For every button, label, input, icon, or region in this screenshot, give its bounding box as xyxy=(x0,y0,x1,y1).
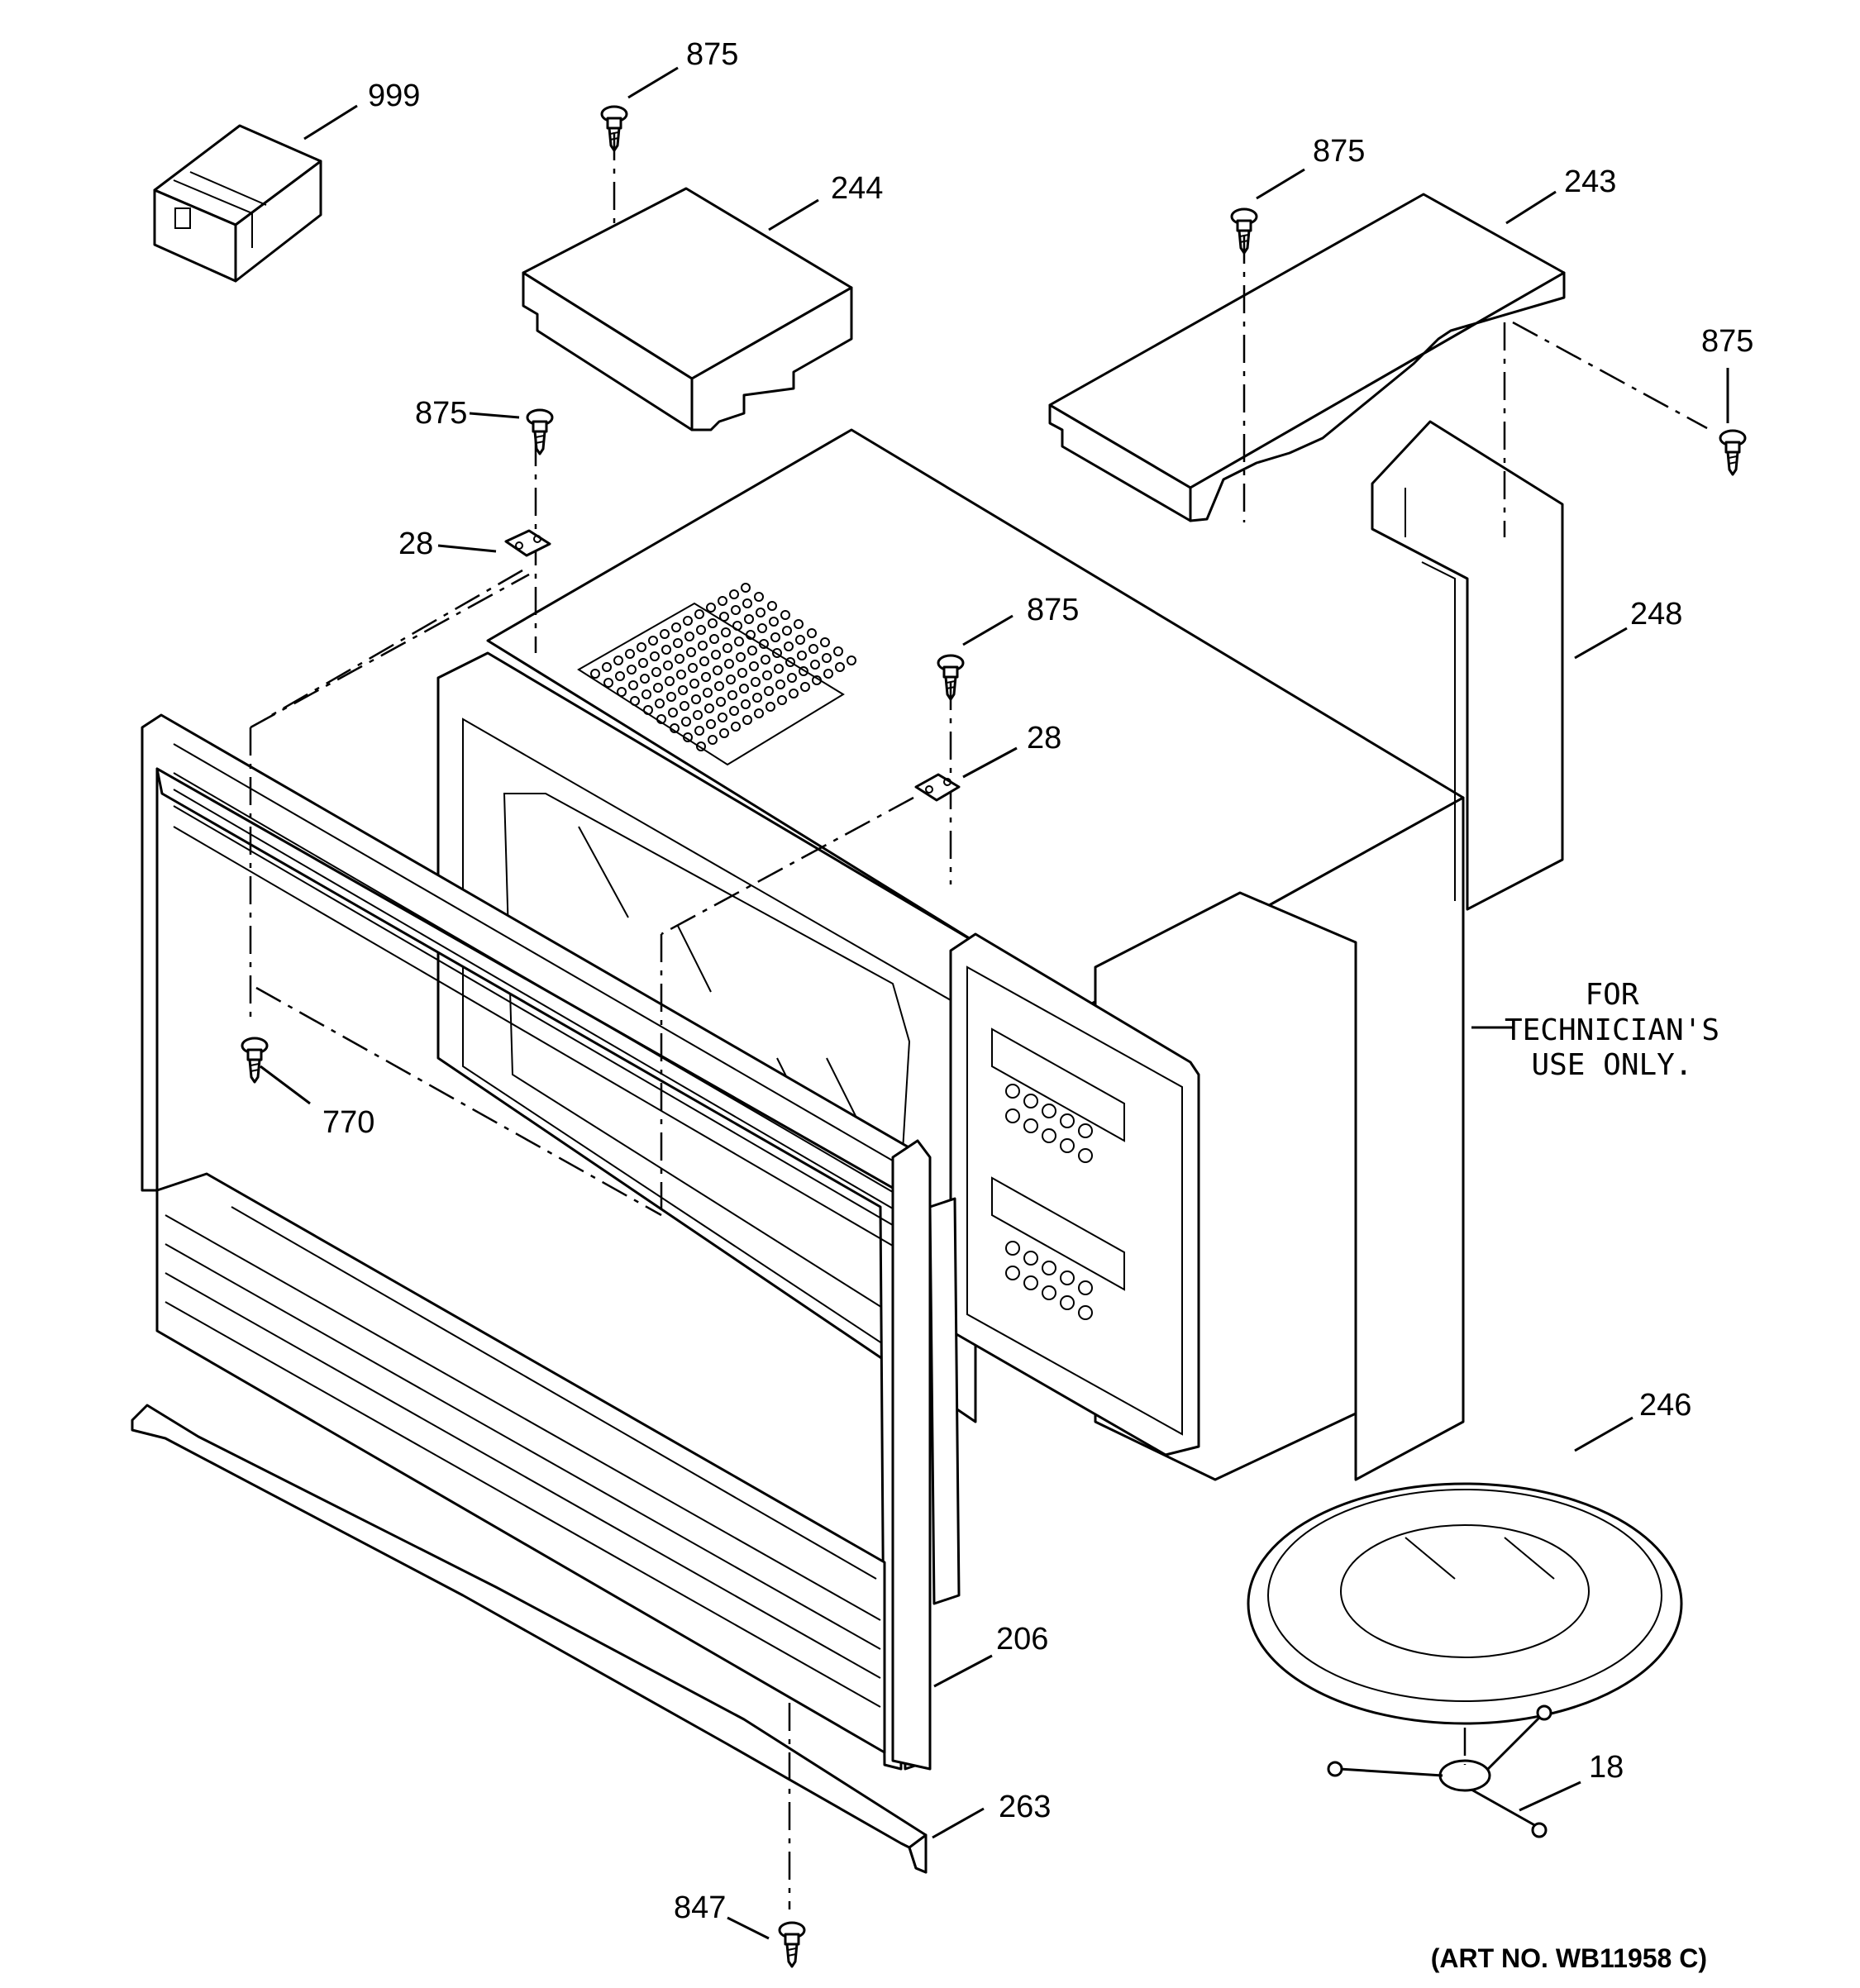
note-line-1: FOR xyxy=(1585,978,1638,1012)
screw-875-top xyxy=(600,105,628,152)
callout-263: 263 xyxy=(999,1790,1051,1824)
part-246-tray xyxy=(1247,1482,1683,1725)
part-248-shield xyxy=(1371,420,1564,911)
callout-244: 244 xyxy=(831,171,883,206)
vent-grille-pattern xyxy=(590,583,856,751)
part-244-cover xyxy=(522,187,853,431)
callout-875-far-right: 875 xyxy=(1701,324,1753,359)
keypad-buttons xyxy=(1005,1084,1093,1320)
part-263-trim xyxy=(131,1404,928,1874)
callout-999: 999 xyxy=(368,79,420,113)
part-206-frame xyxy=(141,713,961,1771)
callout-28-left: 28 xyxy=(398,527,433,561)
callout-18: 18 xyxy=(1589,1750,1624,1785)
note-line-3: USE ONLY. xyxy=(1531,1048,1692,1082)
part-999-box xyxy=(153,124,322,283)
part-28-bracket-left xyxy=(504,529,551,557)
callout-246: 246 xyxy=(1639,1388,1691,1423)
control-panel-housing xyxy=(949,891,1357,1481)
screw-875-right-top xyxy=(1230,207,1258,255)
note-line-2: TECHNICIAN'S xyxy=(1505,1013,1719,1047)
part-28-bracket-mid xyxy=(914,773,961,802)
callout-875-left: 875 xyxy=(415,396,467,431)
callout-243: 243 xyxy=(1564,164,1616,199)
screw-770 xyxy=(241,1037,269,1084)
callout-770: 770 xyxy=(322,1105,374,1140)
part-18-roller xyxy=(1327,1704,1552,1838)
screw-875-left xyxy=(526,408,554,455)
callout-875-mid: 875 xyxy=(1027,593,1079,627)
callout-875-right-top: 875 xyxy=(1313,134,1365,169)
screw-847 xyxy=(778,1921,806,1968)
callout-206: 206 xyxy=(996,1622,1048,1657)
callout-875-top: 875 xyxy=(686,37,738,72)
art-number: (ART NO. WB11958 C) xyxy=(1431,1943,1707,1973)
callout-28-mid: 28 xyxy=(1027,721,1061,756)
callout-847: 847 xyxy=(674,1890,726,1925)
screw-875-far-right xyxy=(1719,429,1747,476)
part-243-cover xyxy=(1048,193,1566,522)
callout-248: 248 xyxy=(1630,597,1682,632)
